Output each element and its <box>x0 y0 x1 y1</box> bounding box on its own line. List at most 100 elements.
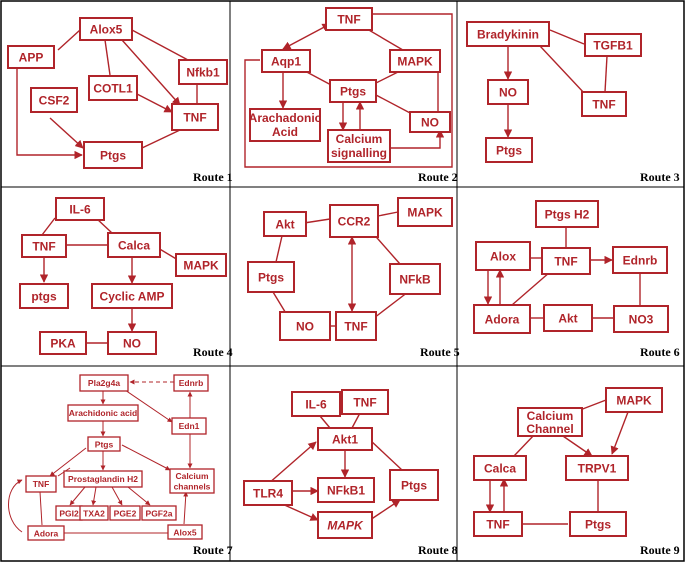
edge-alox5-calcium <box>183 491 189 525</box>
node-calcium-label-1: Calcium <box>527 409 574 423</box>
node-ptgs-label: Ptgs <box>100 149 126 163</box>
node-tnf <box>171 103 219 131</box>
node-mapk-label: MAPK <box>407 206 443 220</box>
edge-pla2g4a-edn1 <box>124 389 173 423</box>
node-txa2 <box>79 505 109 521</box>
edge-ptgs-calcium <box>121 444 171 471</box>
edge-alox5-nfkb1 <box>131 29 189 61</box>
route-4-label: Route 4 <box>193 345 233 359</box>
panel-route-3: Bradykinin TGFB1 NO TNF Ptgs Route 3 <box>466 21 680 184</box>
node-calcium-label-1: Calcium <box>336 132 383 146</box>
node-il6 <box>55 197 105 221</box>
node-tnf <box>325 7 373 31</box>
node-mapk <box>605 387 663 413</box>
route-6-label: Route 6 <box>640 345 680 359</box>
node-calca <box>107 232 161 258</box>
node-calcium-channels <box>169 468 215 494</box>
edge-alox5-cotl1 <box>104 39 111 76</box>
node-mapk <box>397 197 453 227</box>
node-ptgs-h2 <box>535 200 599 228</box>
panel-route-7: Pla2g4a Ednrb Arachidonic acid Edn1 Ptgs… <box>8 374 233 557</box>
node-ptgs <box>569 511 627 537</box>
edge-tnf-aqp1 <box>282 23 331 50</box>
node-no <box>409 111 451 133</box>
node-cyclic-amp-label: Cyclic AMP <box>100 290 165 304</box>
edge-il6-tnf <box>41 217 56 236</box>
node-cotl1-label: COTL1 <box>93 82 133 96</box>
node-mapk-label: MAPK <box>616 394 652 408</box>
node-adora-label: Adora <box>485 313 520 327</box>
node-trpv1 <box>565 455 629 481</box>
node-pka-label: PKA <box>50 337 76 351</box>
node-calcium-label-1: Calcium <box>175 471 209 481</box>
node-arachidonic-label-1: Arachadonic <box>249 111 322 125</box>
node-pka <box>39 331 87 355</box>
node-trpv1-label: TRPV1 <box>578 462 617 476</box>
edge-tlr4-akt1 <box>267 441 317 485</box>
edge-tnf-adora <box>39 491 43 526</box>
edge-calca-mapk <box>157 247 179 261</box>
node-alox <box>475 241 531 271</box>
node-arachidonic-acid <box>67 404 139 422</box>
node-tnf <box>21 234 67 258</box>
node-ednrb-label: Ednrb <box>623 254 658 268</box>
node-cyclic-amp <box>91 283 173 309</box>
edge-tnf-nfkb <box>373 291 409 319</box>
node-prostaglandin-h2 <box>63 470 143 488</box>
node-arachidonic-label-2: Acid <box>272 125 298 139</box>
route-5-label: Route 5 <box>420 345 460 359</box>
node-calca-label: Calca <box>484 462 516 476</box>
node-no3 <box>613 305 669 333</box>
node-tnf <box>473 511 523 537</box>
route-3-label: Route 3 <box>640 170 680 184</box>
node-tgfb1-label: TGFB1 <box>593 39 633 53</box>
node-aqp1 <box>261 49 311 73</box>
node-app-label: APP <box>19 51 44 65</box>
node-ptgs-h2-label: Ptgs H2 <box>545 208 590 222</box>
edge-aqp1-loop-no <box>244 13 453 168</box>
edge-mapk-trpv1 <box>610 411 629 455</box>
node-nfkb1-label: Nfkb1 <box>186 66 220 80</box>
node-tnf-label: TNF <box>337 13 360 27</box>
node-csf2-label: CSF2 <box>39 94 70 108</box>
node-akt-label: Akt <box>558 312 577 326</box>
edge-alox5-tnf <box>121 39 181 106</box>
node-tlr4 <box>243 480 293 506</box>
node-ptgs <box>329 79 377 103</box>
node-pge2 <box>109 505 141 521</box>
node-aqp1-label: Aqp1 <box>271 55 301 69</box>
node-csf2 <box>30 87 78 113</box>
node-ednrb <box>612 246 668 274</box>
node-txa2-label: TXA2 <box>83 509 105 519</box>
node-no3-label: NO3 <box>629 313 654 327</box>
node-ptgs-label: Ptgs <box>258 271 284 285</box>
node-tnf <box>335 311 377 341</box>
node-tnf-label: TNF <box>183 111 206 125</box>
node-ptgs <box>83 141 143 169</box>
route-7-label: Route 7 <box>193 543 233 557</box>
node-il6-label: IL-6 <box>69 203 91 217</box>
edge-alox5-app <box>57 29 81 51</box>
node-tnf-label: TNF <box>592 98 615 112</box>
node-mapk <box>389 49 441 73</box>
node-adora <box>473 304 531 334</box>
node-tnf-label: TNF <box>33 479 50 489</box>
node-no-label: NO <box>296 320 314 334</box>
node-alox5 <box>167 524 203 540</box>
route-8-label: Route 8 <box>418 543 458 557</box>
edge-app-ptgs <box>16 68 83 160</box>
edge-calcium-no <box>390 129 445 149</box>
edge-akt-ccr2 <box>303 218 331 224</box>
route-9-label: Route 9 <box>640 543 680 557</box>
node-ccr2 <box>329 204 379 238</box>
node-calcium-label-2: signalling <box>331 146 387 160</box>
edge-adora-tnf-loop <box>8 479 23 533</box>
node-tnf-label: TNF <box>554 255 577 269</box>
node-nfkb <box>389 263 441 295</box>
node-il6-label: IL-6 <box>305 398 327 412</box>
node-arachidonic-label: Arachidonic acid <box>69 408 138 418</box>
node-mapk-label: MAPK <box>327 519 364 533</box>
node-ptgs <box>247 261 295 293</box>
node-akt <box>543 304 593 332</box>
